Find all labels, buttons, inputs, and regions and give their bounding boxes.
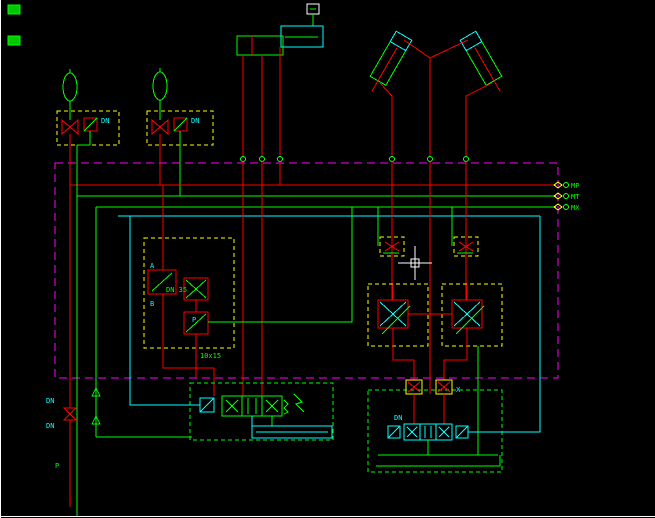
pilot-relay-right[interactable]: [452, 207, 478, 256]
counterbalance-valve-right[interactable]: [442, 284, 502, 346]
supply-check-valves[interactable]: [92, 388, 100, 424]
cylinder-right[interactable]: [460, 31, 508, 95]
pilot-valve-block[interactable]: X DN: [368, 346, 502, 472]
supply-shutoff-valve[interactable]: [64, 408, 76, 420]
counterbalance-cross-lines[interactable]: [393, 314, 467, 380]
connection-nodes[interactable]: [241, 157, 469, 162]
port-marker-mt[interactable]: MT: [554, 193, 580, 201]
crosshair-cursor: [398, 246, 432, 280]
pilot-line-left[interactable]: [130, 216, 200, 405]
port-mp-label: MP: [571, 182, 579, 190]
cylinder-feed-lines[interactable]: [380, 40, 492, 157]
port-marker-mp[interactable]: MP: [554, 182, 579, 190]
port-a-label: A: [150, 262, 155, 270]
pilot-bus-lines[interactable]: [70, 185, 556, 216]
green-marker-2[interactable]: [8, 36, 20, 45]
accumulator-valve-block-1[interactable]: DN: [57, 111, 119, 145]
pump-unit[interactable]: [237, 4, 323, 55]
layer-marker-squares[interactable]: [8, 5, 20, 45]
accumulator-2[interactable]: [153, 68, 167, 120]
accumulator-1[interactable]: [63, 69, 77, 120]
directional-valve-main[interactable]: [190, 383, 333, 440]
dn35-label: DN 35: [166, 286, 187, 294]
port-b-label: B: [150, 300, 154, 308]
port-marker-mx[interactable]: MX: [554, 204, 580, 212]
supply-dn-lower-label: DN: [46, 422, 54, 430]
valve-size-label: 10x15: [200, 352, 221, 360]
supply-p-label: P: [55, 462, 59, 470]
pilot-relay-left[interactable]: [378, 207, 404, 256]
cylinder-left[interactable]: [364, 31, 412, 95]
main-control-valve-block[interactable]: A B DN 35 P 10x15: [144, 185, 352, 396]
pilot-x-label: X: [456, 386, 461, 394]
green-marker-1[interactable]: [8, 5, 20, 14]
supply-dn-upper-label: DN: [46, 397, 54, 405]
accumulator-valve-block-2[interactable]: DN: [147, 111, 213, 196]
counterbalance-valve-left[interactable]: [368, 284, 428, 346]
port-mt-label: MT: [571, 193, 580, 201]
pilot-dn-label: DN: [394, 414, 402, 422]
supply-risers[interactable]: [70, 134, 192, 516]
accumulator-block-1-label: DN: [101, 117, 109, 125]
pilot-line-right[interactable]: [468, 216, 540, 432]
port-p-label: P: [192, 316, 196, 324]
center-feed-lines[interactable]: [243, 162, 466, 397]
pump-drop-lines[interactable]: [243, 47, 280, 157]
accumulator-block-2-label: DN: [191, 117, 199, 125]
manifold-boundary[interactable]: [55, 163, 558, 378]
port-mx-label: MX: [571, 204, 580, 212]
